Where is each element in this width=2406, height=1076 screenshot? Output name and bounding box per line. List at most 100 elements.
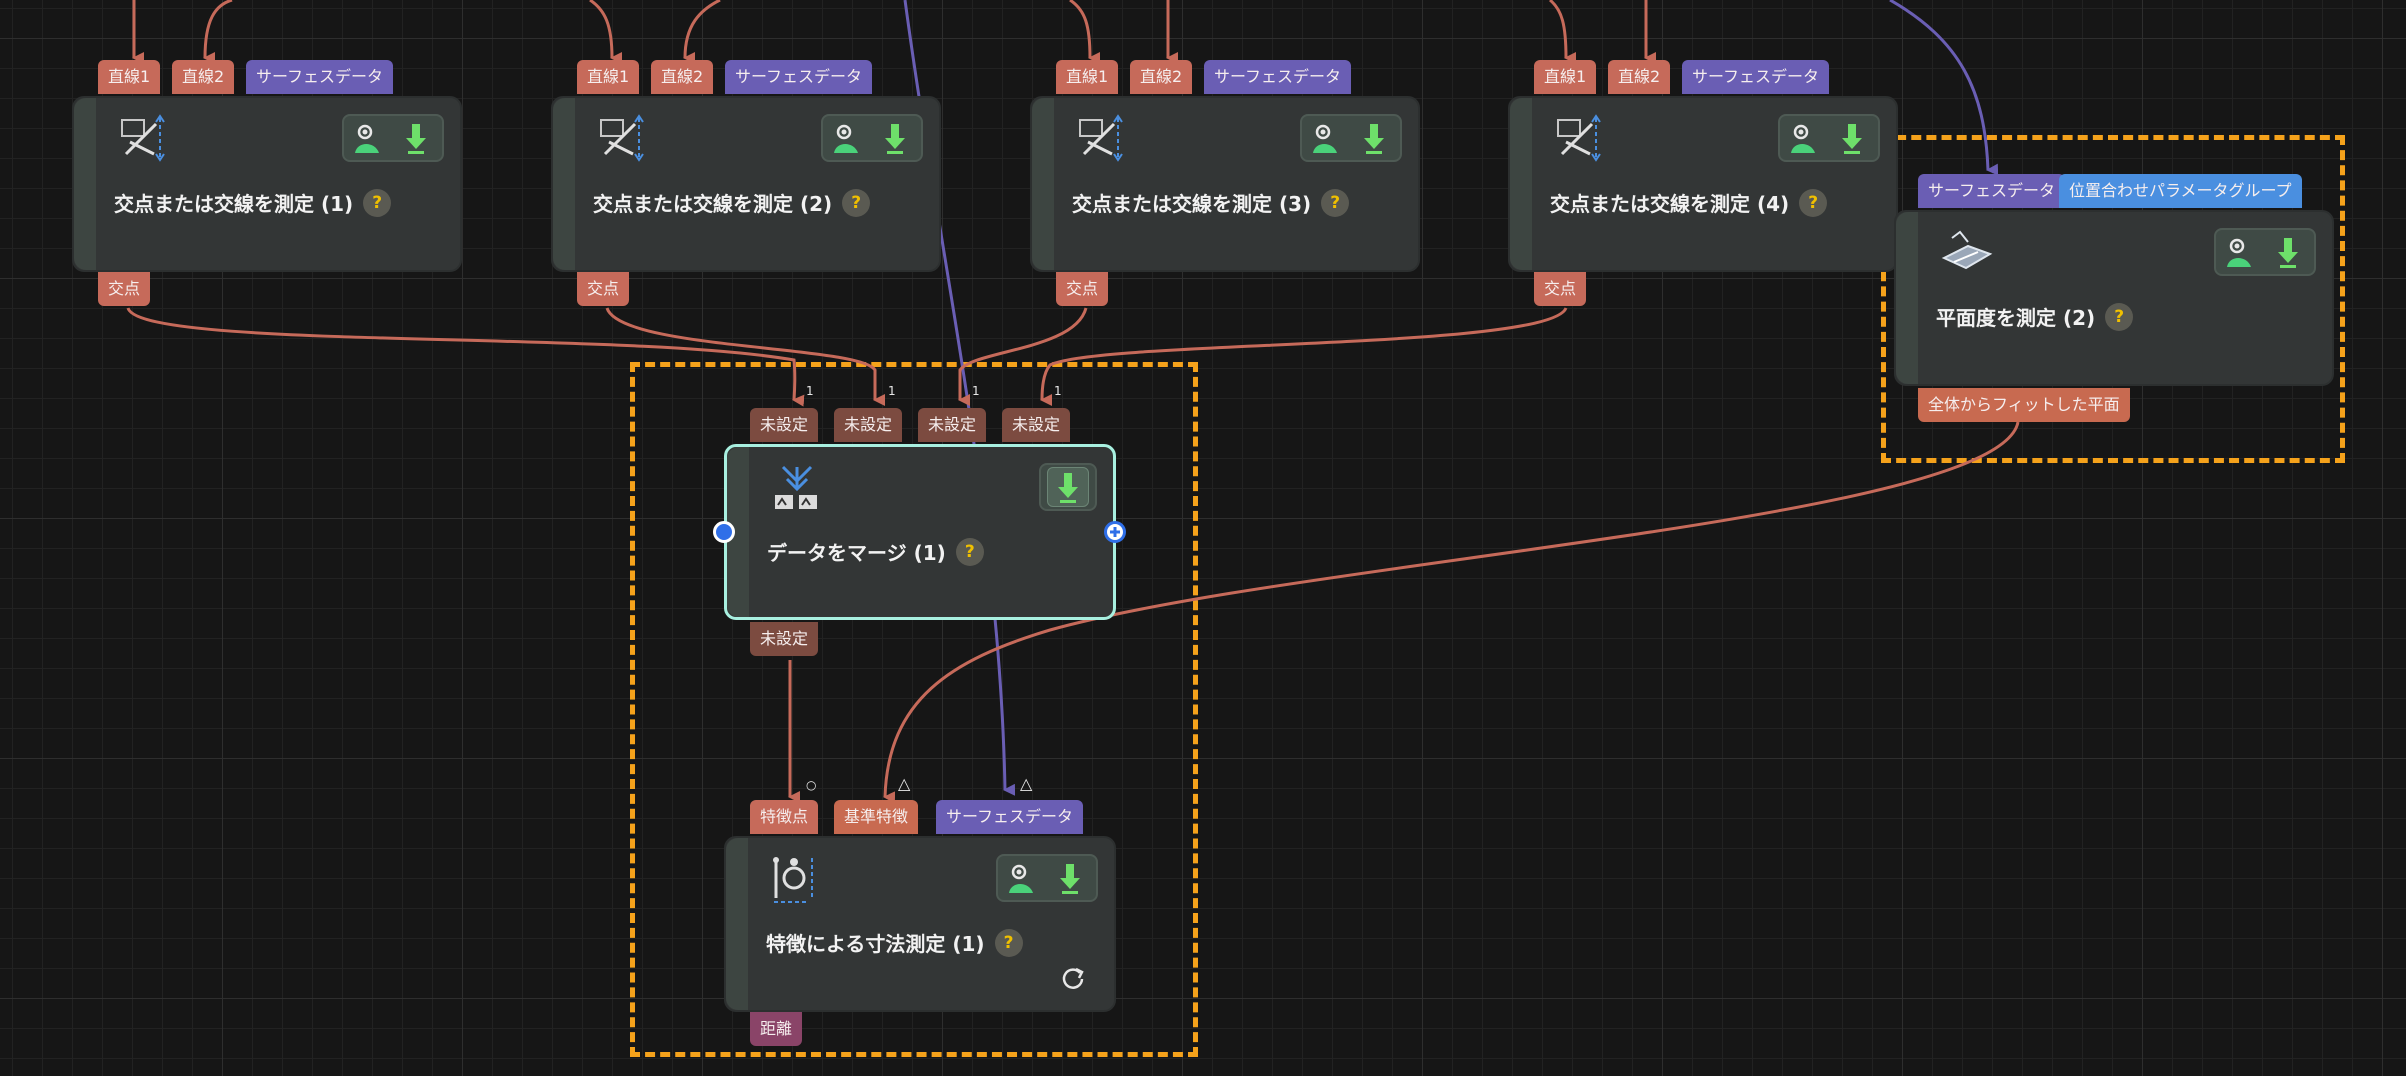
node-actions (1039, 463, 1097, 511)
node-title: 交点または交線を測定 (2)? (593, 188, 871, 217)
eye-icon[interactable] (2222, 233, 2262, 271)
input-port-line2[interactable]: 直線2 (651, 60, 714, 94)
input-port-surface[interactable]: サーフェスデータ (725, 60, 873, 94)
input-port-line2[interactable]: 直線2 (172, 60, 235, 94)
input-port-unset[interactable]: 未設定 (750, 408, 819, 442)
port-optional-marker: ○ (806, 778, 817, 792)
output-port-intersection[interactable]: 交点 (1056, 272, 1109, 306)
input-port-reference-feature[interactable]: 基準特徴 (834, 800, 919, 834)
input-port-line2[interactable]: 直線2 (1130, 60, 1193, 94)
wire (958, 307, 1088, 406)
measure-intersection-node-3[interactable]: 交点または交線を測定 (3)? (1030, 96, 1420, 272)
input-port-surface[interactable]: サーフェスデータ (1918, 174, 2066, 208)
output-port-fitted-plane[interactable]: 全体からフィットした平面 (1918, 388, 2130, 422)
node-actions (2214, 228, 2316, 276)
output-port-intersection[interactable]: 交点 (1534, 272, 1587, 306)
input-port-line1[interactable]: 直線1 (1056, 60, 1119, 94)
input-port-line1[interactable]: 直線1 (98, 60, 161, 94)
help-icon[interactable]: ? (955, 537, 984, 566)
output-port-intersection[interactable]: 交点 (98, 272, 151, 306)
dimension-node[interactable]: 特徴による寸法測定 (1)? (724, 836, 1116, 1012)
measure-intersection-node-2[interactable]: 交点または交線を測定 (2)? (551, 96, 941, 272)
flatness-node[interactable]: 平面度を測定 (2)? (1894, 210, 2334, 386)
download-icon[interactable] (2268, 233, 2308, 271)
help-icon[interactable]: ? (2105, 302, 2134, 331)
node-title: 交点または交線を測定 (1)? (114, 188, 392, 217)
wire (605, 307, 885, 406)
help-icon[interactable]: ? (994, 928, 1023, 957)
node-title: 平面度を測定 (2)? (1936, 302, 2134, 331)
merge-data-icon (769, 463, 825, 515)
eye-icon[interactable] (1308, 119, 1348, 157)
port-index-marker: 1 (1054, 384, 1062, 398)
measure-intersection-node-4[interactable]: 交点または交線を測定 (4)? (1508, 96, 1898, 272)
help-icon[interactable]: ? (1799, 188, 1828, 217)
input-port-line1[interactable]: 直線1 (1534, 60, 1597, 94)
wire (1069, 0, 1101, 64)
download-icon[interactable] (396, 119, 436, 157)
measure-intersection-icon (116, 114, 172, 166)
measure-intersection-node-1[interactable]: 交点または交線を測定 (1)? (72, 96, 462, 272)
wire (126, 307, 805, 407)
flatness-icon (1938, 228, 1994, 280)
eye-icon[interactable] (829, 119, 869, 157)
input-port-feature-point[interactable]: 特徴点 (750, 800, 819, 834)
input-port-surface[interactable]: サーフェスデータ (936, 800, 1084, 834)
wire (589, 0, 623, 64)
node-actions (821, 114, 923, 162)
download-icon[interactable] (1050, 859, 1090, 897)
input-port-unset[interactable]: 未設定 (1002, 408, 1071, 442)
dimension-icon (768, 854, 824, 906)
measure-intersection-icon (1074, 114, 1130, 166)
measure-intersection-icon (1552, 114, 1608, 166)
wire (683, 0, 721, 65)
output-port-unset[interactable]: 未設定 (750, 622, 819, 656)
node-title: データをマージ (1)? (767, 537, 984, 566)
port-optional-marker: △ (1020, 774, 1033, 793)
input-connector-dot[interactable] (713, 521, 735, 543)
port-index-marker: 1 (888, 384, 896, 398)
selection-group-flatness (1881, 135, 2345, 463)
port-optional-marker: △ (898, 774, 911, 793)
port-index-marker: 1 (972, 384, 980, 398)
output-port-intersection[interactable]: 交点 (577, 272, 630, 306)
measure-intersection-icon (595, 114, 651, 166)
input-port-surface[interactable]: サーフェスデータ (246, 60, 394, 94)
input-port-alignment-group[interactable]: 位置合わせパラメータグループ (2059, 174, 2302, 208)
node-actions (1778, 114, 1880, 162)
wire (203, 0, 233, 65)
input-port-line2[interactable]: 直線2 (1608, 60, 1671, 94)
refresh-icon[interactable] (1060, 966, 1086, 992)
port-index-marker: 1 (806, 384, 814, 398)
node-title: 交点または交線を測定 (4)? (1550, 188, 1828, 217)
node-actions (996, 854, 1098, 902)
input-port-line1[interactable]: 直線1 (577, 60, 640, 94)
help-icon[interactable]: ? (842, 188, 871, 217)
download-icon[interactable] (1354, 119, 1394, 157)
input-port-surface[interactable]: サーフェスデータ (1204, 60, 1352, 94)
wire (1889, 0, 1999, 176)
input-port-unset[interactable]: 未設定 (918, 408, 987, 442)
wire (1549, 0, 1577, 64)
node-actions (1300, 114, 1402, 162)
node-actions (342, 114, 444, 162)
download-icon[interactable] (875, 119, 915, 157)
wire (883, 421, 2020, 804)
input-port-unset[interactable]: 未設定 (834, 408, 903, 442)
add-output-connector[interactable] (1104, 521, 1126, 543)
output-port-distance[interactable]: 距離 (750, 1012, 803, 1046)
help-icon[interactable]: ? (1321, 188, 1350, 217)
selection-group-merge (630, 362, 1198, 1057)
input-port-surface[interactable]: サーフェスデータ (1682, 60, 1830, 94)
download-icon[interactable] (1047, 467, 1089, 507)
node-title: 交点または交線を測定 (3)? (1072, 188, 1350, 217)
download-icon[interactable] (1832, 119, 1872, 157)
node-title: 特徴による寸法測定 (1)? (766, 928, 1023, 957)
wire (1040, 307, 1568, 407)
eye-icon[interactable] (1004, 859, 1044, 897)
merge-data-node[interactable]: データをマージ (1)? (724, 444, 1116, 620)
eye-icon[interactable] (1786, 119, 1826, 157)
help-icon[interactable]: ? (363, 188, 392, 217)
eye-icon[interactable] (350, 119, 390, 157)
